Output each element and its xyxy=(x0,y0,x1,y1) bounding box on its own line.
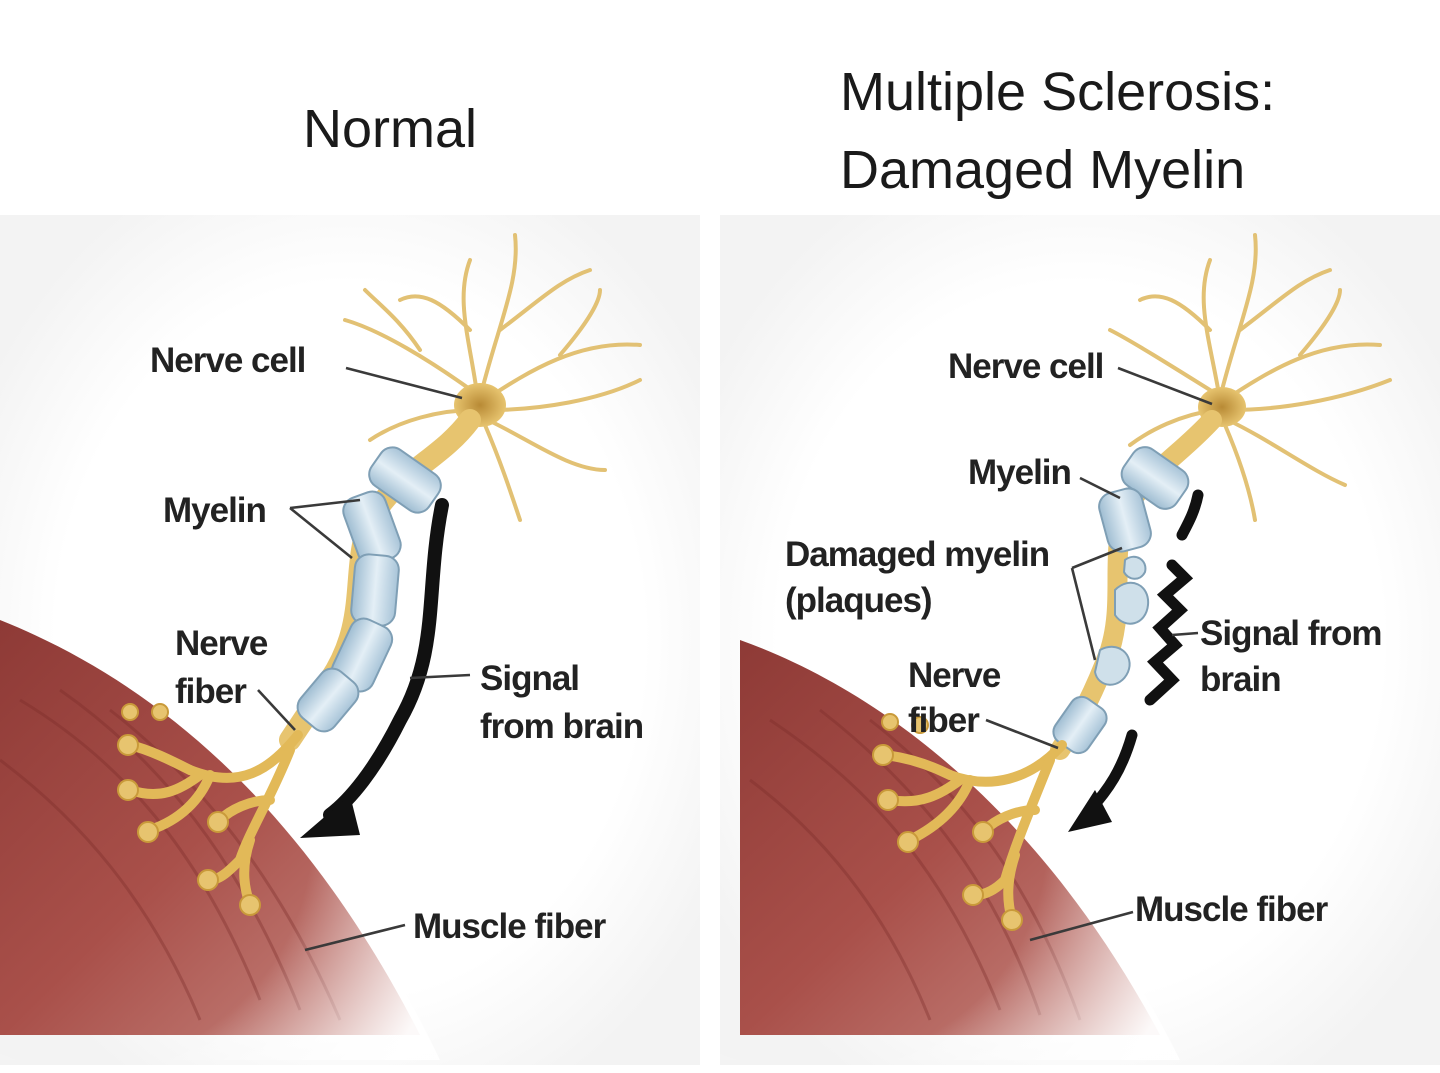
normal-myelin-sheath xyxy=(296,446,442,733)
ms-signal-arrowhead xyxy=(1068,790,1112,832)
normal-synaptic-knobs xyxy=(117,703,261,916)
normal-myelin-label: Myelin xyxy=(163,491,266,530)
ms-title-line2: Damaged Myelin xyxy=(840,140,1245,200)
ms-muscle-fiber-leader xyxy=(1029,910,1134,942)
ms-signal-leader xyxy=(1171,631,1199,637)
normal-muscle-fiber-label: Muscle fiber xyxy=(413,907,607,946)
normal-signal-arrow xyxy=(323,498,449,822)
normal-dendrites xyxy=(343,233,642,522)
normal-nerve-cell-leader xyxy=(345,366,463,400)
ms-signal-label-line1: Signal from xyxy=(1200,614,1382,653)
ms-dendrites xyxy=(1108,233,1392,522)
normal-title: Normal xyxy=(303,99,477,159)
ms-muscle-fiber xyxy=(720,620,1180,1060)
ms-myelin-label: Myelin xyxy=(968,453,1071,492)
normal-signal-label-line2: from brain xyxy=(480,707,643,746)
ms-nerve-fiber-label-line2: fiber xyxy=(908,701,980,740)
ms-nerve-cell-label: Nerve cell xyxy=(948,347,1103,386)
ms-synaptic-knobs xyxy=(872,713,1023,931)
ms-nerve-fiber-label-line1: Nerve xyxy=(908,656,1001,695)
ms-damaged-myelin-label-line2: (plaques) xyxy=(785,581,932,620)
normal-myelin-leader-1 xyxy=(289,498,361,510)
ms-signal-label-line2: brain xyxy=(1200,660,1281,699)
normal-myelin-leader-2 xyxy=(289,506,353,560)
ms-damaged-myelin-leader-2 xyxy=(1070,567,1097,661)
ms-myelin-leader xyxy=(1079,476,1121,500)
ms-nerve-fiber-leader xyxy=(985,718,1059,750)
ms-damaged-myelin-leader-1 xyxy=(1071,546,1123,570)
ms-nerve-cell-leader xyxy=(1117,366,1213,406)
normal-nerve-fiber-label-line1: Nerve xyxy=(175,624,268,663)
normal-nerve-fiber-leader xyxy=(257,689,296,731)
ms-panel: Multiple Sclerosis: Damaged Myelin xyxy=(720,62,1392,1060)
normal-panel: Normal xyxy=(0,99,644,1060)
normal-nerve-cell-label: Nerve cell xyxy=(150,341,305,380)
normal-signal-arrowhead xyxy=(300,795,360,838)
ms-title-line1: Multiple Sclerosis: xyxy=(840,62,1275,122)
ms-damaged-myelin-plaques xyxy=(1093,555,1150,686)
normal-signal-leader xyxy=(409,673,471,680)
normal-signal-label-line1: Signal xyxy=(480,659,579,698)
ms-damaged-myelin-label-line1: Damaged myelin xyxy=(785,535,1049,574)
ms-muscle-fiber-label: Muscle fiber xyxy=(1135,890,1329,929)
normal-nerve-fiber-label-line2: fiber xyxy=(175,672,247,711)
normal-muscle-fiber-leader xyxy=(304,923,406,952)
